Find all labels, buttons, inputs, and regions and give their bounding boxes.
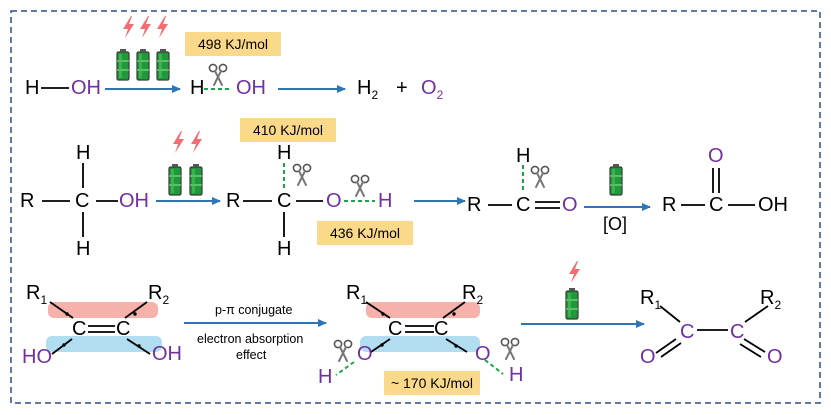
atom-h: H xyxy=(25,77,40,99)
broken-bond-oh xyxy=(335,361,355,376)
substituent-r2: R2 xyxy=(462,282,484,307)
atom-c: C xyxy=(277,190,292,212)
atom-o: O xyxy=(326,190,342,212)
atom-c: C xyxy=(680,321,695,343)
battery-icon xyxy=(168,163,182,196)
atom-c: C xyxy=(730,321,745,343)
atom-h: H xyxy=(190,77,205,99)
atom-o: O xyxy=(562,194,578,216)
lightning-icon xyxy=(569,261,580,283)
atom-h: H xyxy=(516,145,531,167)
atom-o: O xyxy=(357,343,373,365)
atom-c: C xyxy=(72,318,87,340)
battery-icon xyxy=(116,48,130,81)
atom-r: R xyxy=(467,194,482,216)
conjugation-highlight-red xyxy=(48,302,158,318)
atom-c: C xyxy=(75,190,90,212)
product-h2: H2 xyxy=(357,77,379,102)
energy-label-oh: 436 KJ/mol xyxy=(317,221,413,245)
energy-label-oh-conjugated: ~ 170 KJ/mol xyxy=(384,371,480,395)
energy-label-oh: 498 KJ/mol xyxy=(185,32,281,56)
lightning-icon xyxy=(157,16,168,38)
scissors-icon xyxy=(333,339,353,362)
battery-icon xyxy=(565,287,579,320)
conjugation-highlight-red xyxy=(366,302,480,318)
atom-r: R xyxy=(20,190,35,212)
atom-r: R xyxy=(662,194,677,216)
atom-h: H xyxy=(76,238,91,260)
atom-oh: OH xyxy=(119,190,149,212)
atom-o: O xyxy=(767,346,783,368)
atom-oh: OH xyxy=(71,77,101,99)
effect-label-line2: effect xyxy=(236,348,267,362)
atom-oh: OH xyxy=(152,343,182,365)
battery-icon xyxy=(156,48,170,81)
energy-label-ch: 410 KJ/mol xyxy=(240,118,336,142)
atom-h: H xyxy=(277,142,292,164)
battery-icon xyxy=(609,163,623,196)
atom-oh: OH xyxy=(236,77,266,99)
atom-c: C xyxy=(388,318,403,340)
effect-label-line1: electron absorption xyxy=(197,332,304,346)
atom-h: H xyxy=(318,366,333,388)
battery-icon xyxy=(189,163,203,196)
conjugation-highlight-blue xyxy=(46,336,162,352)
dashed-frame xyxy=(10,10,821,404)
atom-o: O xyxy=(708,145,724,167)
product-o2: O2 xyxy=(421,77,444,102)
substituent-r2: R2 xyxy=(148,282,170,307)
atom-r: R xyxy=(226,190,241,212)
row1-graphics xyxy=(41,16,346,93)
atom-oh: OH xyxy=(758,194,788,216)
atom-c: C xyxy=(516,194,531,216)
substituent-r1: R1 xyxy=(346,282,368,307)
row2-graphics xyxy=(42,131,755,237)
oxidant-label: [O] xyxy=(603,214,628,234)
atom-h: H xyxy=(378,190,393,212)
scissors-icon xyxy=(292,163,312,186)
substituent-r1: R1 xyxy=(640,287,662,312)
substituent-r1: R1 xyxy=(26,282,48,307)
row3-graphics xyxy=(46,261,769,376)
scissors-icon xyxy=(500,337,520,360)
battery-icon xyxy=(136,48,150,81)
atom-c: C xyxy=(116,318,131,340)
atom-h: H xyxy=(76,142,91,164)
atom-o: O xyxy=(475,343,491,365)
atom-h: H xyxy=(277,238,292,260)
atom-h: H xyxy=(509,364,524,386)
lightning-icon xyxy=(191,131,202,153)
atom-o: O xyxy=(640,346,656,368)
scissors-icon xyxy=(350,174,370,197)
lightning-icon xyxy=(140,16,151,38)
atom-c: C xyxy=(434,318,449,340)
plus-sign: + xyxy=(396,77,408,99)
scissors-icon xyxy=(208,63,228,86)
atom-c: C xyxy=(709,194,724,216)
lightning-icon xyxy=(123,16,134,38)
broken-bond-oh xyxy=(484,359,504,375)
conjugation-label: p-π conjugate xyxy=(215,303,293,317)
substituent-r2: R2 xyxy=(760,287,782,312)
atom-ho: HO xyxy=(22,346,52,368)
lightning-icon xyxy=(173,131,184,153)
scissors-icon xyxy=(530,165,550,188)
